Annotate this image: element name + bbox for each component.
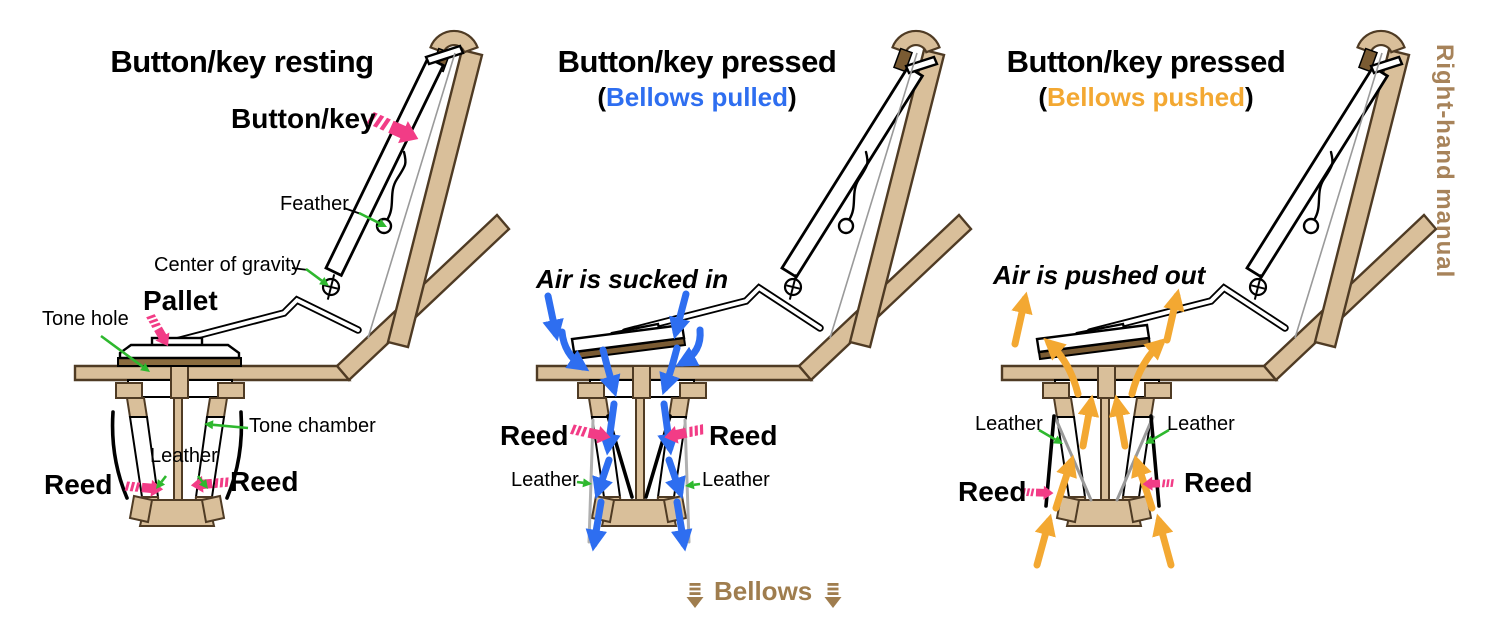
panel3-subtitle-open: ( <box>1038 82 1048 112</box>
panel3-subtitle-text: Bellows pushed <box>1047 82 1245 112</box>
panel2-leather-right-label: Leather <box>702 469 770 491</box>
pink-arrow-icon <box>124 479 164 497</box>
air-flow-arrows-in <box>542 290 704 552</box>
panel2-leather-left-label: Leather <box>511 469 579 491</box>
green-arrow-icon <box>305 267 329 286</box>
green-arrow-icon <box>1038 428 1063 444</box>
panel3-leather-left-label: Leather <box>975 413 1043 435</box>
panel2-subtitle-close: ) <box>788 82 797 112</box>
pink-arrow-icon <box>664 424 704 444</box>
green-arrow-icon <box>156 475 168 489</box>
panel1-leather-label: Leather <box>150 445 218 467</box>
mechanism-pressed <box>1000 29 1438 527</box>
panel3-reed-right-label: Reed <box>1184 467 1253 498</box>
panel2-air-label: Air is sucked in <box>536 264 729 294</box>
panel1-reed-left-label: Reed <box>44 469 113 500</box>
bellows-down-arrow-icon <box>686 583 704 608</box>
right-hand-manual-label: Right-hand manual <box>1431 44 1459 279</box>
green-arrow-icon <box>576 478 592 488</box>
panel3-leather-right-label: Leather <box>1167 413 1235 435</box>
green-arrow-icon <box>100 334 150 372</box>
panel2-reed-right-label: Reed <box>709 420 778 451</box>
panel3-subtitle-close: ) <box>1244 82 1254 112</box>
air-flow-arrows-out <box>1011 288 1185 569</box>
green-arrow-icon <box>358 211 387 227</box>
panel3-title: Button/key pressed <box>1006 44 1286 79</box>
panel1-center-of-gravity-label: Center of gravity <box>154 254 301 276</box>
green-arrow-icon <box>685 480 701 490</box>
panel3-subtitle: (Bellows pushed) <box>986 82 1306 112</box>
panel1-title: Button/key resting <box>110 44 374 79</box>
panel3-reed-left-label: Reed <box>958 476 1027 507</box>
pink-arrow-icon <box>146 314 170 347</box>
pink-arrow-icon <box>1021 485 1054 500</box>
panel1-feather-label: Feather <box>280 193 349 215</box>
pink-arrow-icon <box>366 111 419 144</box>
pink-arrow-icon <box>569 424 611 444</box>
pink-arrow-icon <box>1142 476 1174 491</box>
bellows-down-arrow-icon <box>824 583 842 608</box>
panel2-subtitle-open: ( <box>597 82 606 112</box>
panel1-buttonkey-label: Button/key <box>231 103 376 134</box>
panel2-subtitle-text: Bellows pulled <box>605 82 789 112</box>
green-arrow-icon <box>1145 428 1170 444</box>
panel1-tone-chamber-label: Tone chamber <box>249 415 376 437</box>
panel2-reed-left-label: Reed <box>500 420 569 451</box>
panel2-subtitle: (Bellows pulled) <box>537 82 857 112</box>
green-arrow-icon <box>196 475 208 489</box>
bellows-label: Bellows <box>714 576 813 606</box>
panel1-tone-hole-label: Tone hole <box>42 308 129 330</box>
panel3-air-label: Air is pushed out <box>993 260 1206 290</box>
green-arrow-icon <box>204 420 249 430</box>
panel2-title: Button/key pressed <box>557 44 837 79</box>
panel1-reed-right-label: Reed <box>230 466 299 497</box>
panel1-pallet-label: Pallet <box>143 285 218 316</box>
